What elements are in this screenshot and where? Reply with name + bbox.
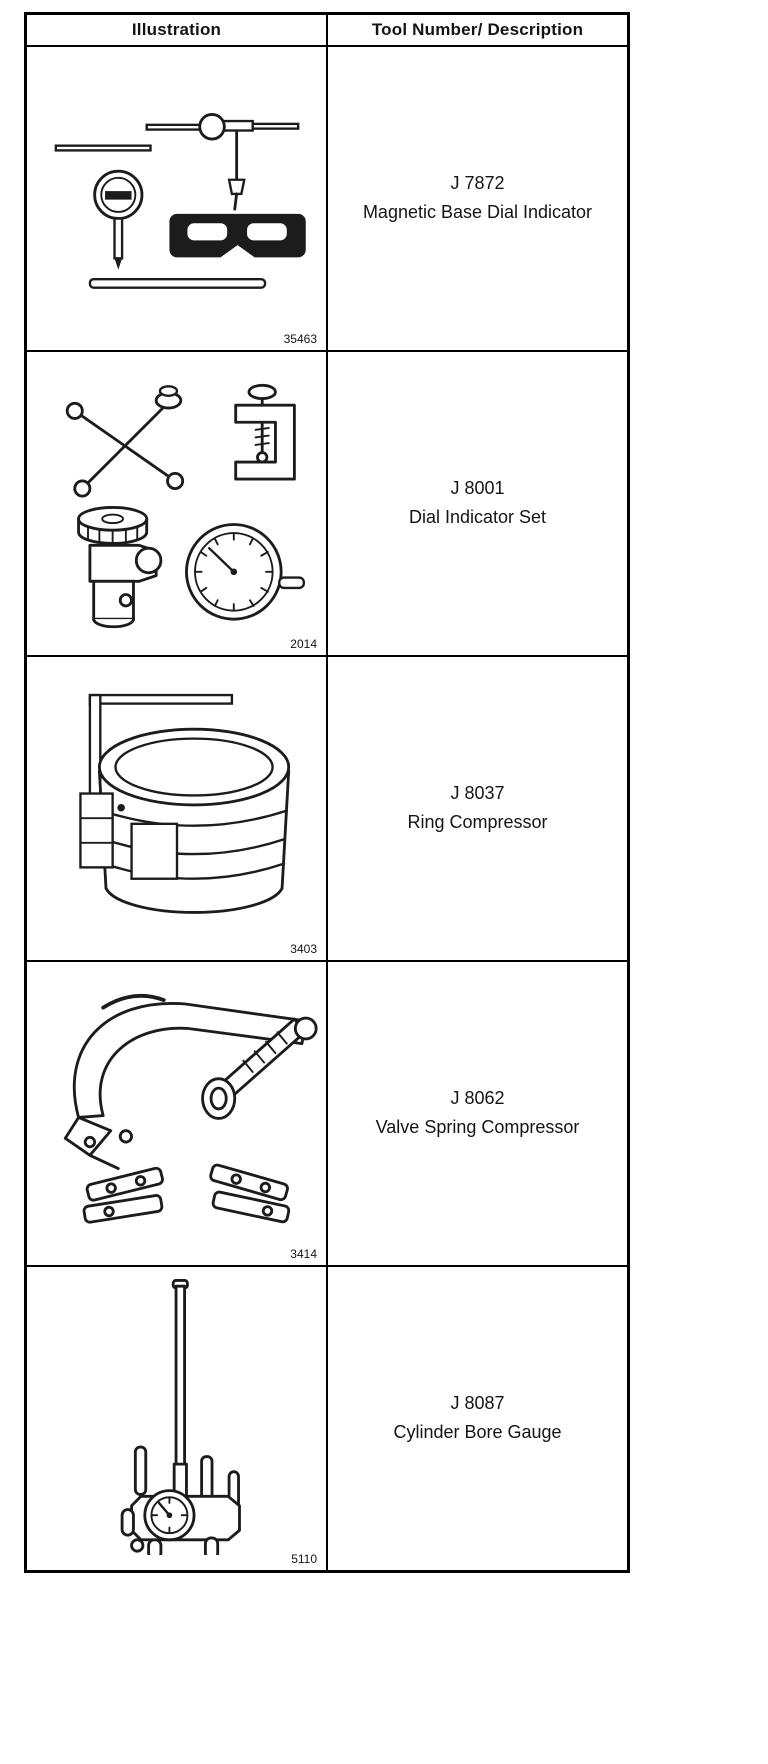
tool-row: 35463 J 7872 Magnetic Base Dial Indicato… xyxy=(27,45,627,350)
tool-illustration-cell: 3403 xyxy=(27,657,328,960)
figure-number: 3403 xyxy=(290,942,317,956)
header-tool-description: Tool Number/ Description xyxy=(328,15,627,45)
tool-description-cell: J 8087 Cylinder Bore Gauge xyxy=(328,1267,627,1570)
tool-number: J 8037 xyxy=(450,783,505,804)
tool-number: J 8001 xyxy=(450,478,505,499)
tool-row: 5110 J 8087 Cylinder Bore Gauge xyxy=(27,1265,627,1570)
tool-illustration-cell: 3414 xyxy=(27,962,328,1265)
tool-row: 3414 J 8062 Valve Spring Compressor xyxy=(27,960,627,1265)
tool-description: Cylinder Bore Gauge xyxy=(393,1422,562,1442)
tool-number: J 8087 xyxy=(450,1393,505,1414)
tool-row: 2014 J 8001 Dial Indicator Set xyxy=(27,350,627,655)
valve-spring-compressor-illustration xyxy=(63,993,318,1224)
header-illustration: Illustration xyxy=(27,15,328,45)
table-header-row: Illustration Tool Number/ Description xyxy=(27,15,627,45)
tool-description: Dial Indicator Set xyxy=(408,507,547,527)
magnetic-base-dial-indicator-illustration xyxy=(54,113,306,289)
ring-compressor-illustration xyxy=(78,693,290,914)
tool-row: 3403 J 8037 Ring Compressor xyxy=(27,655,627,960)
tool-description-cell: J 8037 Ring Compressor xyxy=(328,657,627,960)
figure-number: 2014 xyxy=(290,637,317,651)
tool-description-cell: J 8001 Dial Indicator Set xyxy=(328,352,627,655)
tool-description: Magnetic Base Dial Indicator xyxy=(362,202,593,222)
tool-illustration-cell: 5110 xyxy=(27,1267,328,1570)
figure-number: 35463 xyxy=(283,332,317,346)
tool-description: Ring Compressor xyxy=(407,812,548,832)
cylinder-bore-gauge-illustration xyxy=(120,1279,241,1555)
manual-page: Illustration Tool Number/ Description xyxy=(24,12,630,1573)
tool-number: J 7872 xyxy=(450,173,505,194)
dial-indicator-set-illustration xyxy=(65,383,305,629)
tool-description: Valve Spring Compressor xyxy=(375,1117,580,1137)
tool-illustration-cell: 2014 xyxy=(27,352,328,655)
tool-description-cell: J 8062 Valve Spring Compressor xyxy=(328,962,627,1265)
tool-number: J 8062 xyxy=(450,1088,505,1109)
special-tools-table: Illustration Tool Number/ Description xyxy=(24,12,630,1573)
figure-number: 3414 xyxy=(290,1247,317,1261)
figure-number: 5110 xyxy=(291,1552,317,1566)
tool-description-cell: J 7872 Magnetic Base Dial Indicator xyxy=(328,47,627,350)
tool-illustration-cell: 35463 xyxy=(27,47,328,350)
